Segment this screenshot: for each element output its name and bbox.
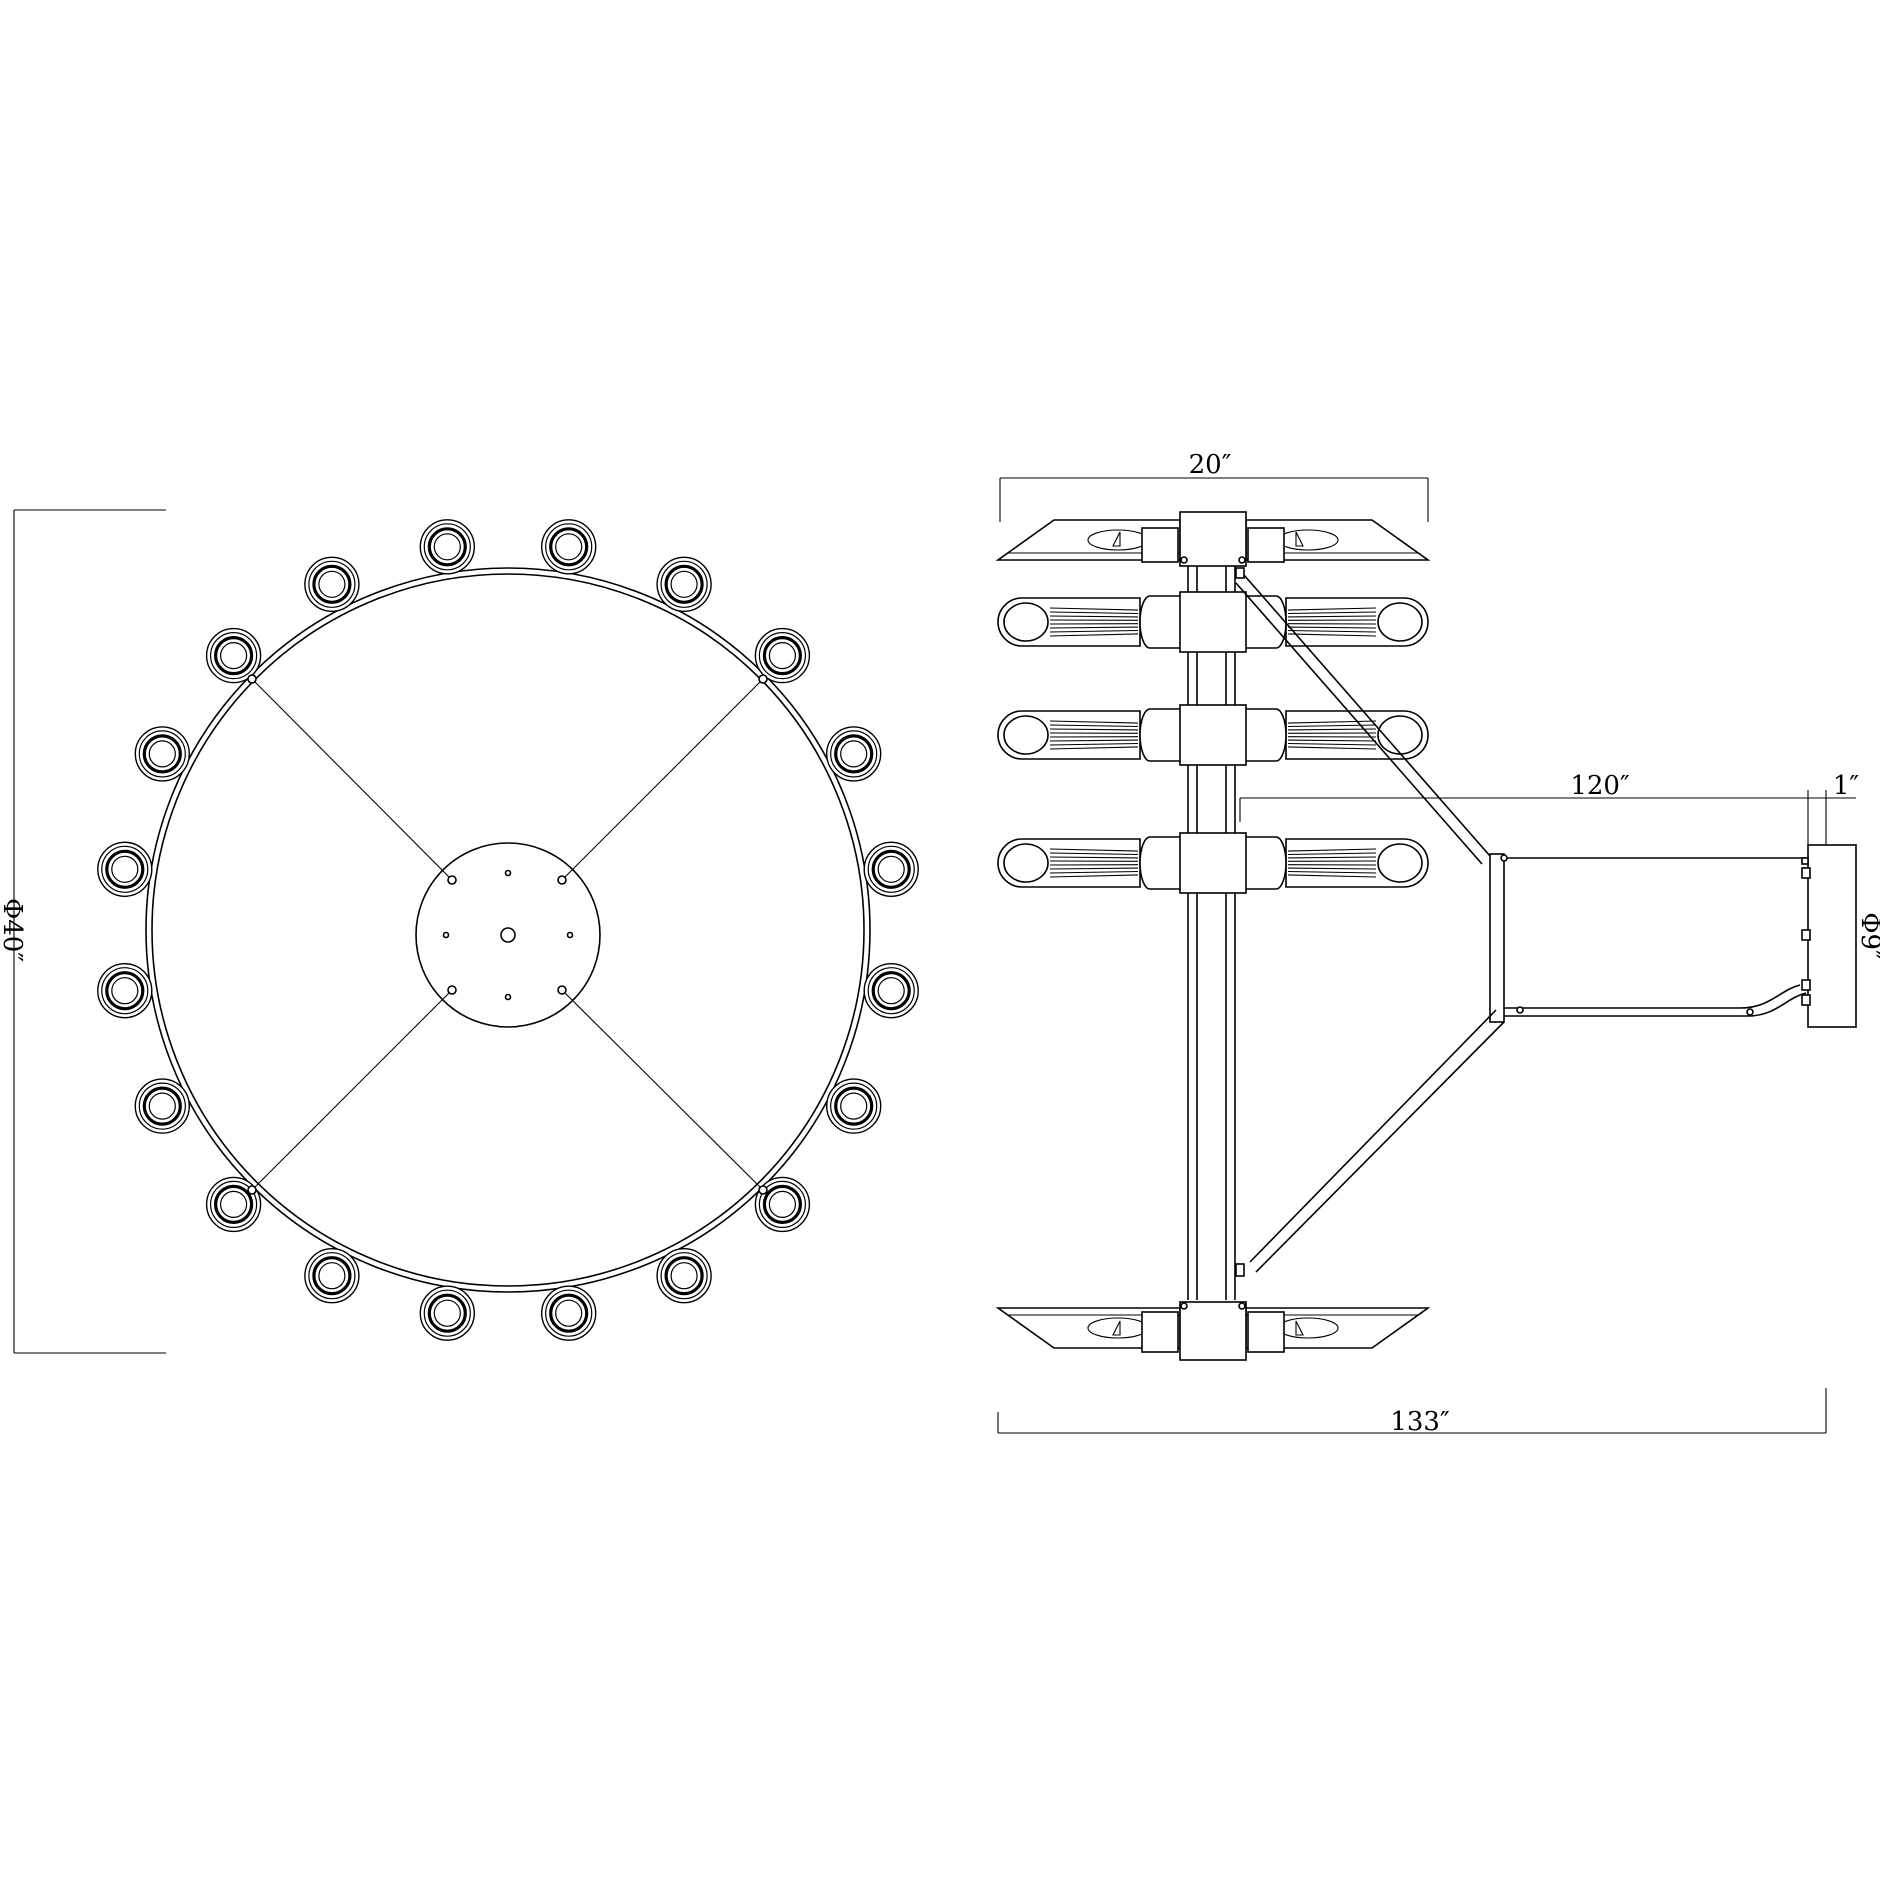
top-width-dimension: 20″ <box>999 450 1429 522</box>
crystal-bead <box>304 1247 360 1304</box>
crystal-bead <box>656 556 712 612</box>
crystal-bead <box>97 963 153 1019</box>
ring-diameter-label: Φ40″ <box>0 898 27 962</box>
crystal-bead <box>134 1078 191 1134</box>
crystal-bead <box>826 1078 882 1134</box>
support-wires <box>247 674 768 1195</box>
main-ring <box>145 567 871 1293</box>
suspension-arm <box>1235 574 1807 1273</box>
overall-length-dimension: 133″ <box>997 1388 1827 1437</box>
arm-length-label: 120″ <box>1570 771 1630 801</box>
tube-tier <box>997 704 1429 766</box>
crystal-bead <box>826 726 882 782</box>
central-stem <box>1187 565 1236 1300</box>
top-width-label: 20″ <box>1189 450 1232 480</box>
crystal-bead <box>419 1285 475 1341</box>
crystal-bead <box>541 519 597 575</box>
crystal-bead <box>754 1176 811 1233</box>
canopy-diameter-label: Φ9″ <box>1855 912 1880 960</box>
arm-length-dimension: 120″ 1″ <box>1239 771 1860 845</box>
crystal-bead <box>205 1176 262 1233</box>
overall-length-label: 133″ <box>1390 1407 1450 1437</box>
central-hub <box>415 842 601 1028</box>
crystal-bead <box>134 726 191 782</box>
crystal-bead <box>656 1247 712 1304</box>
tube-tier <box>997 591 1429 653</box>
top-shade-tier <box>995 511 1431 579</box>
crystal-bead <box>304 556 360 612</box>
canopy-depth-label: 1″ <box>1833 771 1860 801</box>
canopy: Φ9″ <box>1801 844 1880 1028</box>
ring-diameter-dimension: Φ40″ <box>0 509 166 1354</box>
crystal-bead <box>97 841 153 897</box>
crystal-bead <box>419 519 475 575</box>
crystal-bead <box>205 627 262 684</box>
tube-tier <box>997 832 1429 894</box>
crystal-bead <box>863 841 919 897</box>
crystal-bead <box>754 627 811 684</box>
crystal-ring <box>97 519 919 1341</box>
bottom-shade-tier <box>995 1263 1431 1361</box>
crystal-bead <box>541 1285 597 1341</box>
side-view: 20″ <box>995 450 1880 1437</box>
main-ring-inner <box>151 573 865 1287</box>
plan-view: Φ40″ <box>0 509 919 1354</box>
crystal-bead <box>863 963 919 1019</box>
crystal-tube-tiers <box>997 591 1429 894</box>
